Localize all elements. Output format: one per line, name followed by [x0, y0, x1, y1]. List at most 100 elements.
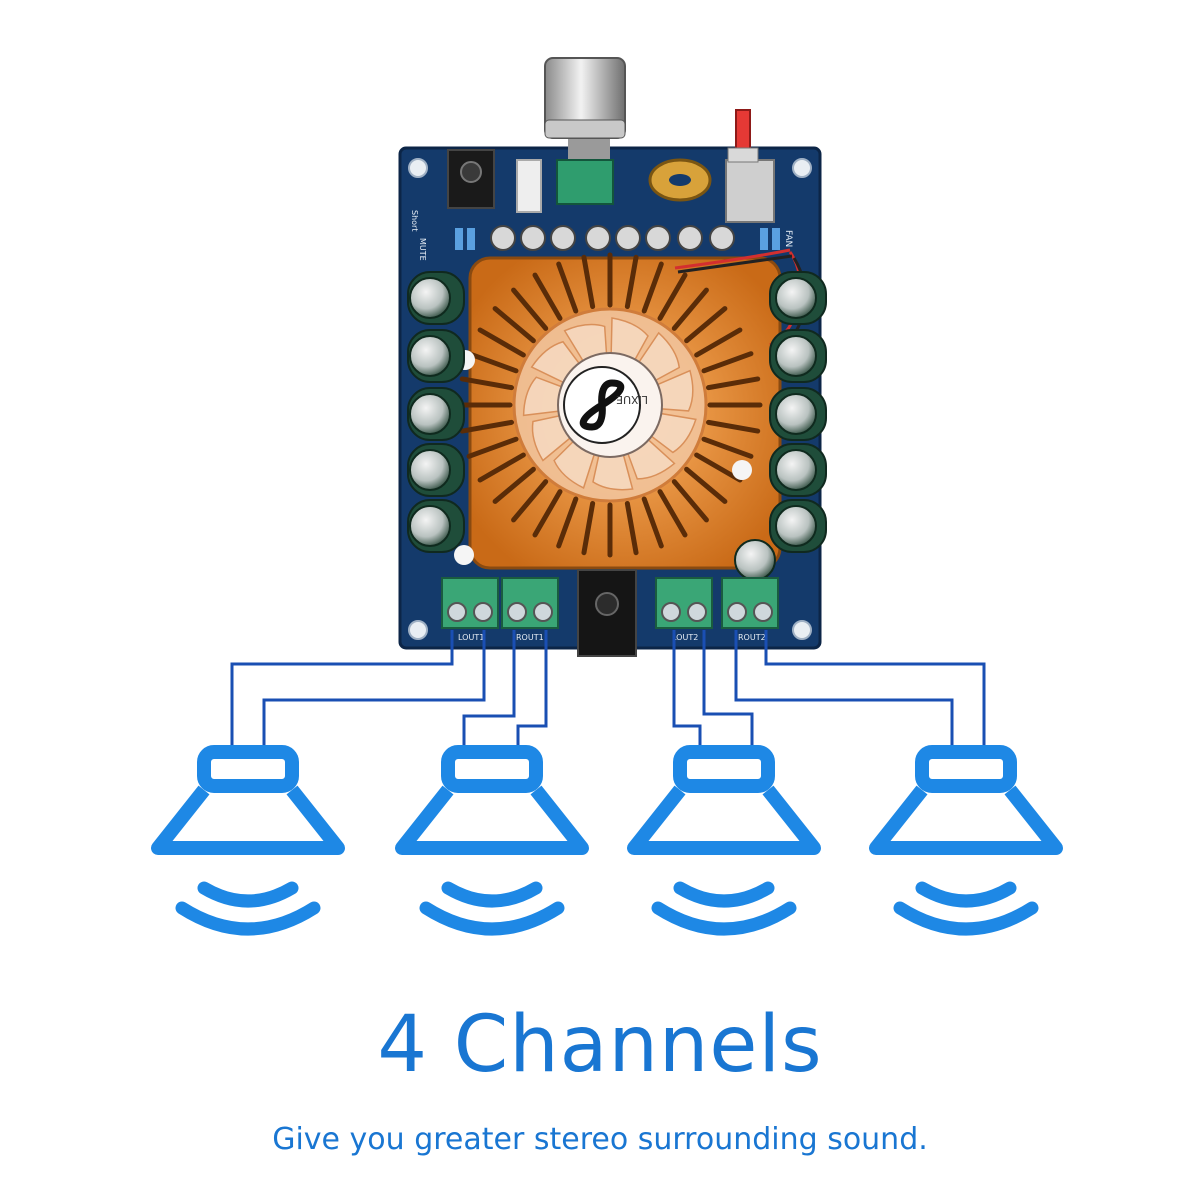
heatsink-fin — [492, 306, 536, 344]
speaker-wire — [516, 630, 548, 748]
label-rout2: ROUT2 — [738, 633, 766, 642]
speaker-magnet — [915, 745, 1017, 793]
capacitor-top — [409, 449, 451, 491]
capacitor-top — [775, 277, 817, 319]
small-capacitors — [455, 225, 780, 251]
heatsink-fins — [457, 252, 763, 558]
mounting-hole — [408, 620, 428, 640]
power-switch — [725, 109, 775, 223]
volume-knob — [544, 57, 626, 166]
sound-wave-icon — [651, 881, 797, 936]
speaker-wire — [764, 630, 986, 748]
capacitor-top — [409, 393, 451, 435]
heatsink-fin — [705, 376, 761, 391]
speaker-wires — [230, 630, 986, 748]
amplifier-board: LIXUE — [398, 57, 827, 657]
speaker-wire — [262, 630, 486, 748]
speaker-cone — [395, 785, 589, 855]
heatsink-fin — [511, 479, 549, 523]
infinity-logo-icon — [563, 366, 641, 444]
speaker-magnet — [673, 745, 775, 793]
label-lout2: LOUT2 — [672, 633, 698, 642]
speaker-cone — [869, 785, 1063, 855]
speaker-3 — [627, 745, 821, 936]
potentiometer — [556, 159, 614, 205]
heatsink-fin — [581, 254, 596, 310]
mounting-hole — [408, 158, 428, 178]
output-terminal-lout1 — [441, 577, 499, 629]
speaker-wire — [462, 630, 516, 748]
capacitor-top — [409, 505, 451, 547]
heatsink-fin — [641, 261, 664, 314]
heatsink-fin — [556, 496, 579, 549]
heatsink-fin — [492, 466, 536, 504]
heatsink-fin — [477, 327, 526, 358]
heatsink-fin — [694, 452, 743, 483]
heatsink-fin — [701, 351, 754, 374]
capacitor-top — [409, 277, 451, 319]
output-terminal-rout2 — [721, 577, 779, 629]
heatsink-fin — [684, 466, 728, 504]
electrolytic-capacitors — [407, 271, 827, 581]
heatsink-fin — [657, 272, 688, 321]
speaker-cone — [151, 785, 345, 855]
speaker-2 — [395, 745, 589, 936]
speaker-wire — [672, 630, 702, 748]
heatsink-fin — [684, 306, 728, 344]
heatsink-fin — [624, 254, 639, 310]
label-lout1: LOUT1 — [458, 633, 484, 642]
heatsink-fin — [581, 500, 596, 556]
capacitor-top — [775, 393, 817, 435]
mounting-hole — [792, 158, 812, 178]
heatsink-fin — [671, 287, 709, 331]
mounting-hole — [792, 620, 812, 640]
label-short: Short — [410, 210, 419, 231]
heatsink-fin — [556, 261, 579, 314]
speaker-1 — [151, 745, 345, 936]
tagline: Give you greater stereo surrounding soun… — [272, 1122, 928, 1157]
dc-power-jack — [577, 569, 637, 657]
header-connector — [516, 159, 542, 213]
heatsink-fin — [459, 376, 515, 391]
output-terminal-lout2 — [655, 577, 713, 629]
heatsink-fin — [694, 327, 743, 358]
audio-input-jack — [447, 149, 495, 209]
speaker-4 — [869, 745, 1063, 936]
speaker-row — [151, 745, 1063, 936]
capacitor-top — [775, 505, 817, 547]
label-fan: FAN — [783, 230, 793, 247]
capacitor-top — [734, 539, 776, 581]
speaker-wire — [734, 630, 954, 748]
sound-wave-icon — [175, 881, 321, 936]
capacitor-top — [775, 449, 817, 491]
output-terminal-rout1 — [501, 577, 559, 629]
heatsink-fin — [511, 287, 549, 331]
sound-wave-icon — [419, 881, 565, 936]
speaker-cone — [627, 785, 821, 855]
label-mute: MUTE — [418, 238, 427, 261]
speaker-wire — [230, 630, 454, 748]
heatsink-fin — [624, 500, 639, 556]
heatsink-fin — [532, 272, 563, 321]
heatsink-fin — [459, 419, 515, 434]
label-rout1: ROUT1 — [516, 633, 544, 642]
heatsink-fin — [657, 489, 688, 538]
heatsink-fin — [701, 436, 754, 459]
sound-wave-icon — [893, 881, 1039, 936]
heatsink-fin — [466, 351, 519, 374]
speaker-magnet — [197, 745, 299, 793]
headline: 4 Channels — [377, 1000, 823, 1090]
heatsink-fin — [705, 419, 761, 434]
heatsink-fin — [477, 452, 526, 483]
capacitor-top — [775, 335, 817, 377]
speaker-wire — [702, 630, 754, 748]
heatsink-fin — [671, 479, 709, 523]
cooling-fan: LIXUE — [512, 307, 708, 503]
capacitor-top — [409, 335, 451, 377]
heatsink-fin — [641, 496, 664, 549]
fan-label: LIXUE — [616, 393, 648, 406]
heatsink-fin — [466, 436, 519, 459]
speaker-magnet — [441, 745, 543, 793]
heatsink-fin — [532, 489, 563, 538]
